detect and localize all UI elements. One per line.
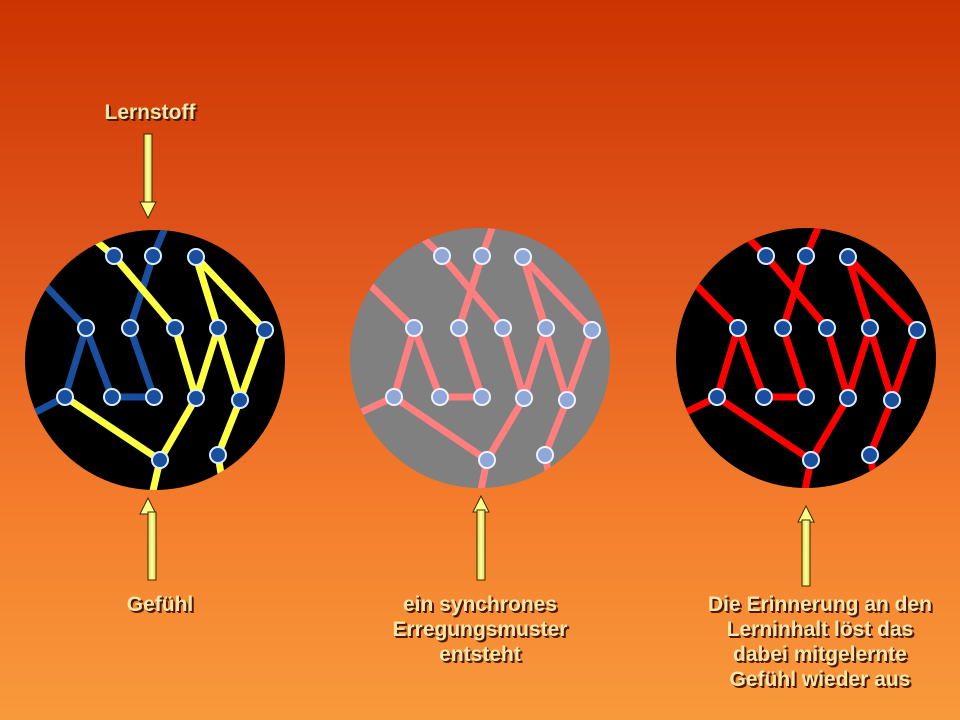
network-memory-recall [676,228,936,488]
label-synchronous-pattern: ein synchrones Erregungsmuster entsteht [340,592,620,667]
label-lernstoff: Lernstoff [104,101,196,124]
label-line: Gefühl wieder aus [729,668,911,691]
network-feeling-and-content [25,230,285,490]
label-line: ein synchrones [402,593,558,616]
label-line: entsteht [439,643,521,666]
network-disc-2 [350,228,610,488]
neuron-nodes-1 [56,247,274,469]
arrow-up-gefuehl [139,496,157,581]
arrow-up-erinnerung [797,504,815,587]
label-gefuehl: Gefühl [126,593,194,616]
neuron-nodes-3 [708,247,926,469]
network-disc-1 [25,230,285,490]
neuron-nodes-2 [385,247,601,469]
arrow-up-synchron [472,494,490,581]
label-memory-recall: Die Erinnerung an den Lerninhalt löst da… [670,592,960,692]
label-line: Die Erinnerung an den [707,593,933,616]
network-disc-3 [676,228,936,488]
label-line: Lerninhalt löst das [726,618,914,641]
arrow-down-lernstoff [139,133,157,220]
network-synchronous-pattern [350,228,610,488]
label-line: Erregungsmuster [392,618,568,641]
label-line: dabei mitgelernte [733,643,907,666]
